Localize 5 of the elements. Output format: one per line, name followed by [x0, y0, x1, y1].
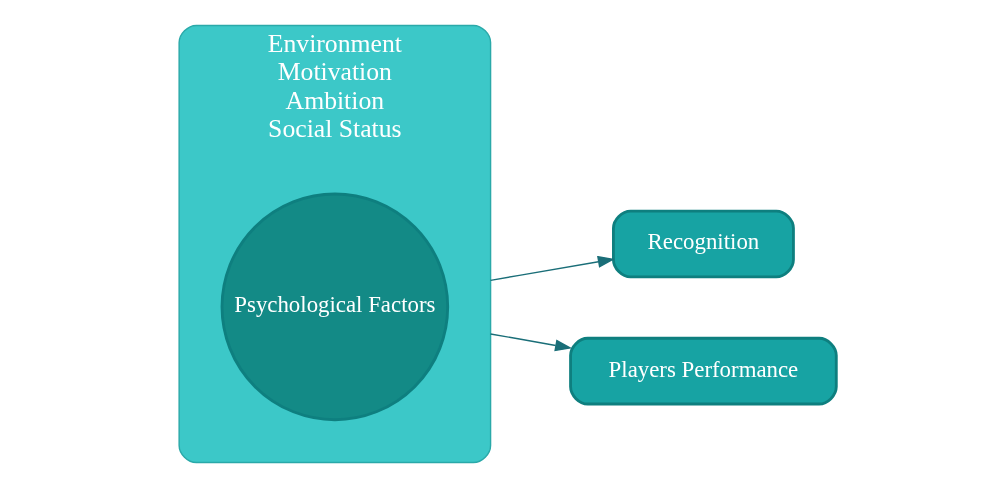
arrow — [489, 333, 572, 352]
arrow — [489, 255, 615, 282]
node-box: Recognition — [611, 209, 795, 279]
node-circle: Psychological Factors — [220, 192, 449, 422]
node-box: Players Performance — [568, 336, 838, 406]
